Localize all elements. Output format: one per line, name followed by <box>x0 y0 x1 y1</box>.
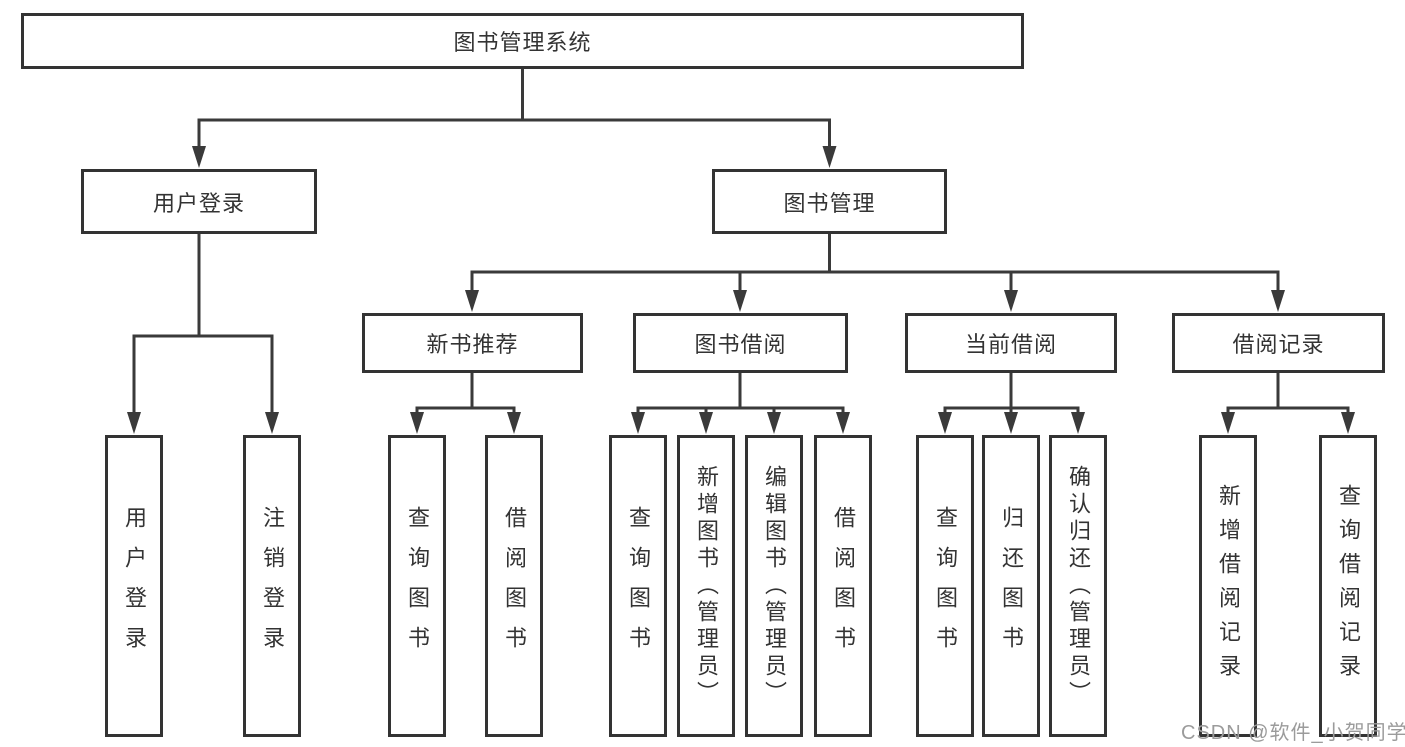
leaf-add-borrow-record: 新增借阅记录 <box>1199 435 1257 737</box>
leaf-query-books-recommend: 查询图书 <box>388 435 446 737</box>
leaf-borrow-books-recommend: 借阅图书 <box>485 435 543 737</box>
leaf-query-books-current: 查询图书 <box>916 435 974 737</box>
csdn-watermark: CSDN @软件_小贺同学 <box>1181 722 1405 744</box>
leaf-user-login: 用户登录 <box>105 435 163 737</box>
node-borrow-records: 借阅记录 <box>1172 313 1385 373</box>
leaf-add-books-admin: 新增图书（管理员） <box>677 435 735 737</box>
leaf-query-books-borrow: 查询图书 <box>609 435 667 737</box>
node-book-management-branch: 图书管理 <box>712 169 947 234</box>
node-user-login-branch: 用户登录 <box>81 169 317 234</box>
leaf-borrow-books: 借阅图书 <box>814 435 872 737</box>
leaf-logout: 注销登录 <box>243 435 301 737</box>
node-root-library-system: 图书管理系统 <box>21 13 1024 69</box>
node-current-borrow: 当前借阅 <box>905 313 1117 373</box>
leaf-return-books: 归还图书 <box>982 435 1040 737</box>
leaf-confirm-return-admin: 确认归还（管理员） <box>1049 435 1107 737</box>
node-book-borrow: 图书借阅 <box>633 313 848 373</box>
leaf-query-borrow-record: 查询借阅记录 <box>1319 435 1377 737</box>
node-new-book-recommend: 新书推荐 <box>362 313 583 373</box>
leaf-edit-books-admin: 编辑图书（管理员） <box>745 435 803 737</box>
